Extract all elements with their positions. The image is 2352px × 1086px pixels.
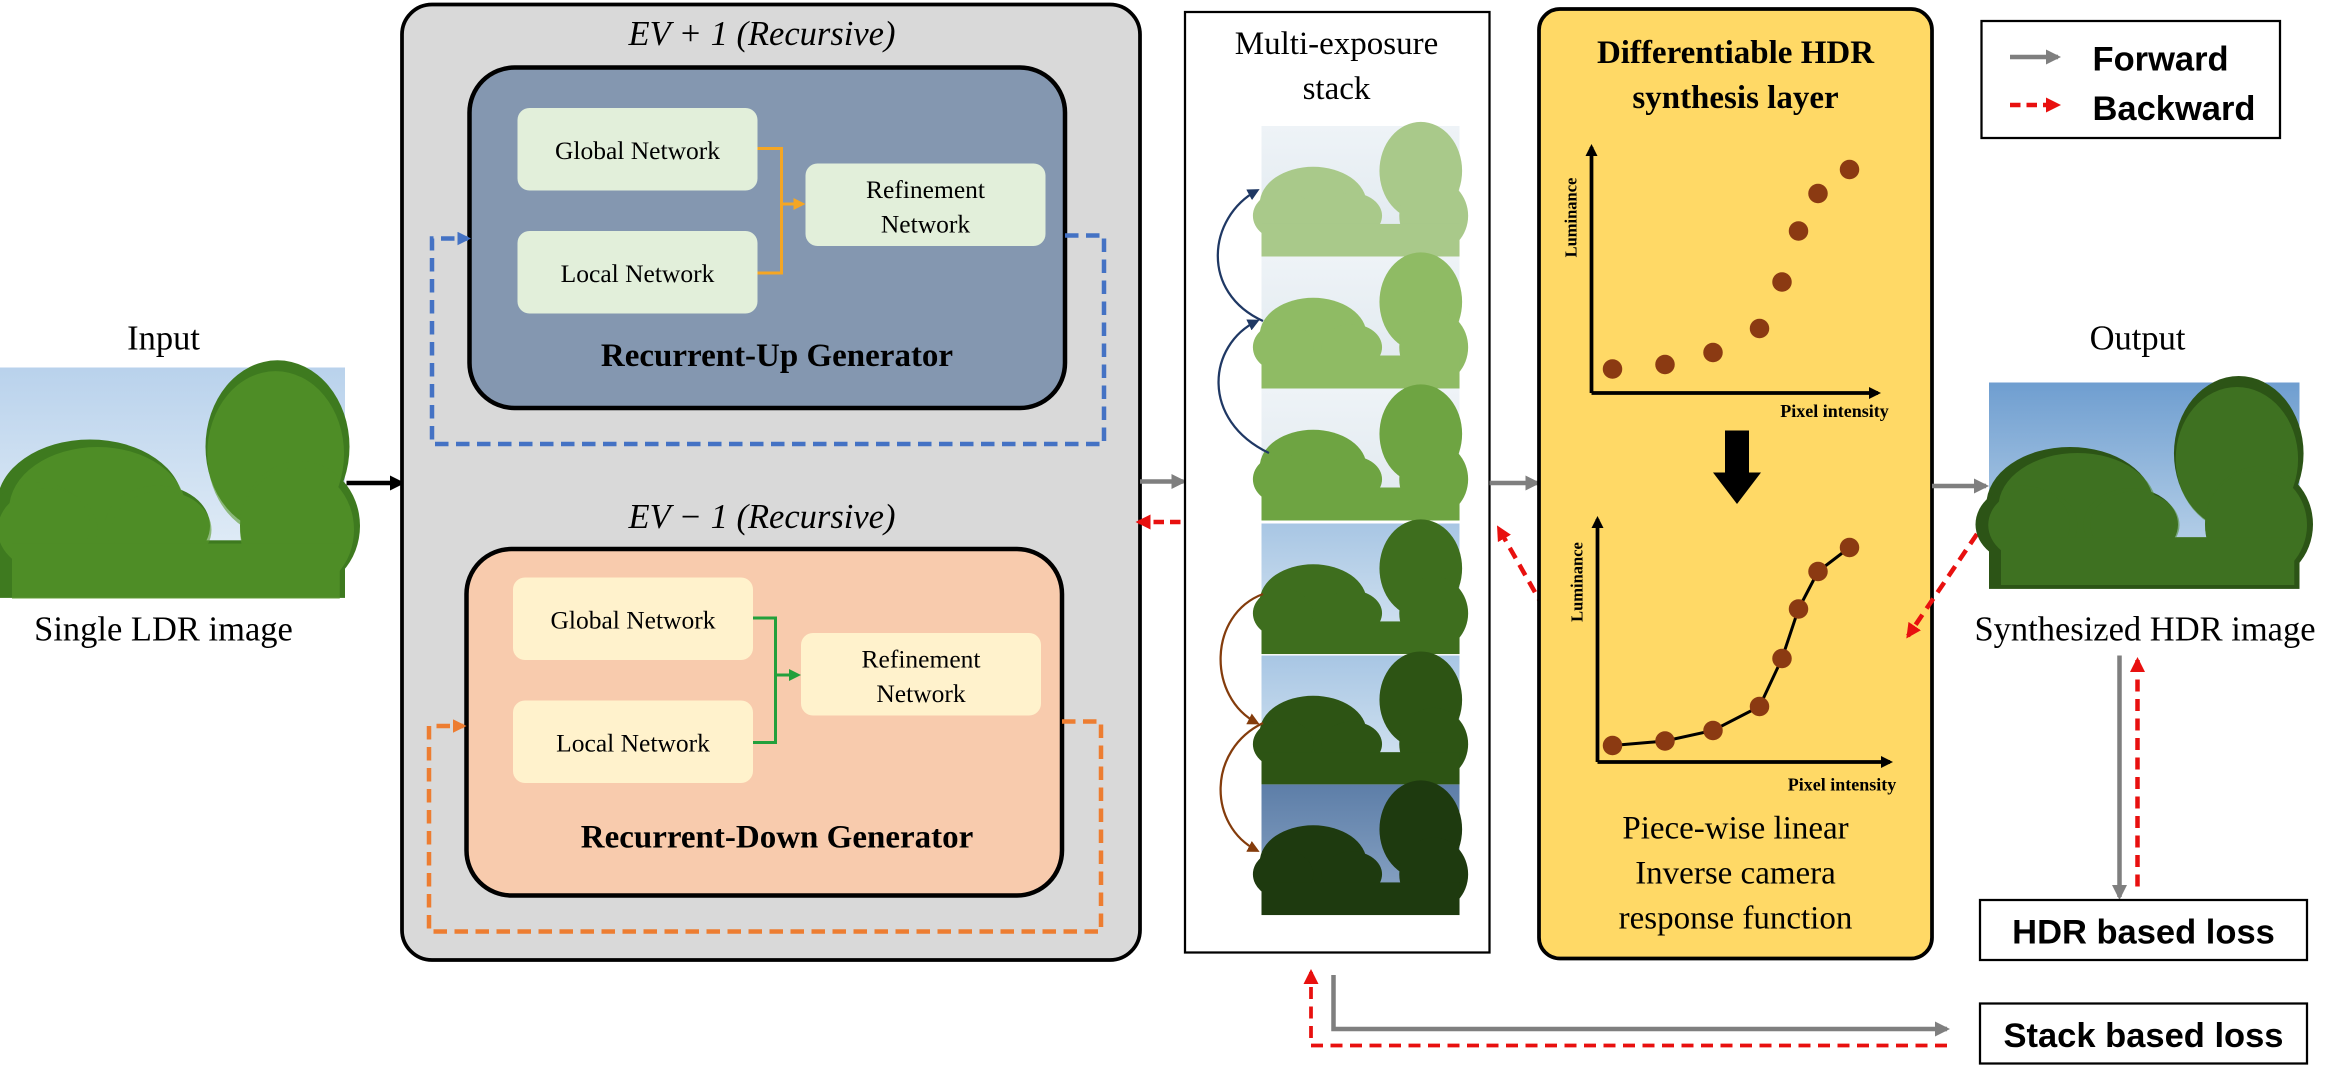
hdr-layer-caption-2: Inverse camera (1635, 856, 1836, 892)
sample-points-plot: Luminance Pixel intensity (1562, 144, 1889, 421)
down-local-network-box (513, 700, 753, 783)
up-global-network-label: Global Network (555, 136, 720, 165)
down-local-network-label: Local Network (556, 729, 710, 758)
up-stack-arc-2 (1216, 189, 1264, 323)
output-image (1975, 376, 2313, 589)
upper-plot-point-6 (1788, 221, 1809, 241)
upper-plot-point-5 (1772, 272, 1792, 292)
down-recursive-loop (426, 719, 1104, 934)
down-global-network-label: Global Network (550, 606, 715, 635)
up-block-header: EV + 1 (Recursive) (628, 15, 896, 53)
upper-plot-point-8 (1839, 159, 1860, 180)
up-local-network-label: Local Network (561, 259, 715, 288)
down-refinement-label-1: Refinement (862, 645, 981, 674)
down-stack-arc-2 (1219, 721, 1264, 852)
hdr-loss-label: HDR based loss (2012, 914, 2275, 952)
stack-image-2 (1252, 252, 1469, 389)
lower-plot-point-4 (1749, 696, 1770, 717)
stack-loss-box (1978, 1002, 2309, 1065)
lower-plot-x-label: Pixel intensity (1788, 775, 1897, 795)
input-image (0, 360, 360, 599)
down-block-header: EV − 1 (Recursive) (628, 498, 896, 536)
lower-plot-point-6 (1788, 599, 1809, 619)
output-to-hdr-layer-backward-arrow (1906, 532, 1979, 639)
input-title: Input (127, 320, 200, 358)
up-refinement-network-box (805, 163, 1046, 246)
down-stack-arc-1 (1219, 592, 1264, 725)
up-global-network-box (517, 108, 758, 191)
transform-down-arrow (1713, 430, 1761, 504)
stack-title-1: Multi-exposure (1235, 26, 1438, 62)
lower-plot-point-8 (1839, 537, 1860, 558)
upper-plot-point-4 (1749, 318, 1770, 339)
stack-image-1 (1252, 121, 1469, 257)
lower-plot-point-7 (1808, 561, 1828, 582)
stack-loss-label: Stack based loss (2004, 1017, 2284, 1055)
output-title: Output (2090, 320, 2186, 358)
lower-plot-point-1 (1602, 735, 1623, 756)
stack-to-stack-loss-forward-arrow (1331, 975, 1950, 1037)
lower-plot-point-3 (1703, 720, 1723, 741)
upper-plot-x-label: Pixel intensity (1780, 401, 1889, 421)
up-stack-arc-1 (1217, 319, 1270, 455)
up-recursive-loop (429, 231, 1107, 447)
down-refinement-network-box (801, 633, 1041, 716)
down-refinement-label-2: Network (876, 679, 965, 708)
upper-plot-point-3 (1703, 342, 1723, 363)
stack-image-3 (1252, 384, 1469, 521)
up-refinement-label-2: Network (881, 210, 970, 239)
up-connector (757, 147, 803, 275)
hdr-layer-title-1: Differentiable HDR (1597, 35, 1875, 71)
upper-plot-point-1 (1602, 359, 1623, 379)
hdr-layer-caption-3: response function (1619, 901, 1853, 937)
hdr-layer-caption-1: Piece-wise linear (1622, 811, 1848, 847)
stack-images (1252, 121, 1469, 916)
legend-backward-label: Backward (2093, 90, 2256, 128)
output-caption: Synthesized HDR image (1974, 611, 2315, 649)
up-local-network-box (517, 231, 758, 314)
lower-plot-point-2 (1655, 731, 1675, 751)
input-caption: Single LDR image (34, 611, 293, 649)
lower-plot-point-5 (1772, 648, 1792, 669)
stack-image-5 (1252, 651, 1469, 785)
upper-plot-point-7 (1808, 183, 1828, 204)
down-connector (753, 616, 798, 744)
hdr-layer-title-2: synthesis layer (1632, 80, 1838, 116)
stack-image-4 (1252, 519, 1469, 655)
stack-title-2: stack (1303, 71, 1371, 107)
stack-image-6 (1252, 780, 1469, 916)
up-generator-label: Recurrent-Up Generator (601, 338, 953, 374)
up-refinement-label-1: Refinement (866, 175, 985, 204)
down-generator-label: Recurrent-Down Generator (581, 820, 974, 856)
upper-plot-y-label: Luminance (1562, 178, 1581, 258)
hdr-loss-box (1978, 898, 2309, 962)
legend-box (1980, 19, 2282, 140)
upper-plot-point-2 (1655, 354, 1675, 375)
legend-forward-label: Forward (2093, 41, 2229, 79)
piecewise-linear-plot: Luminance Pixel intensity (1568, 516, 1897, 795)
stack-loss-backward-arrow (1303, 969, 1947, 1048)
lower-plot-y-label: Luminance (1568, 542, 1587, 622)
down-global-network-box (513, 577, 753, 660)
